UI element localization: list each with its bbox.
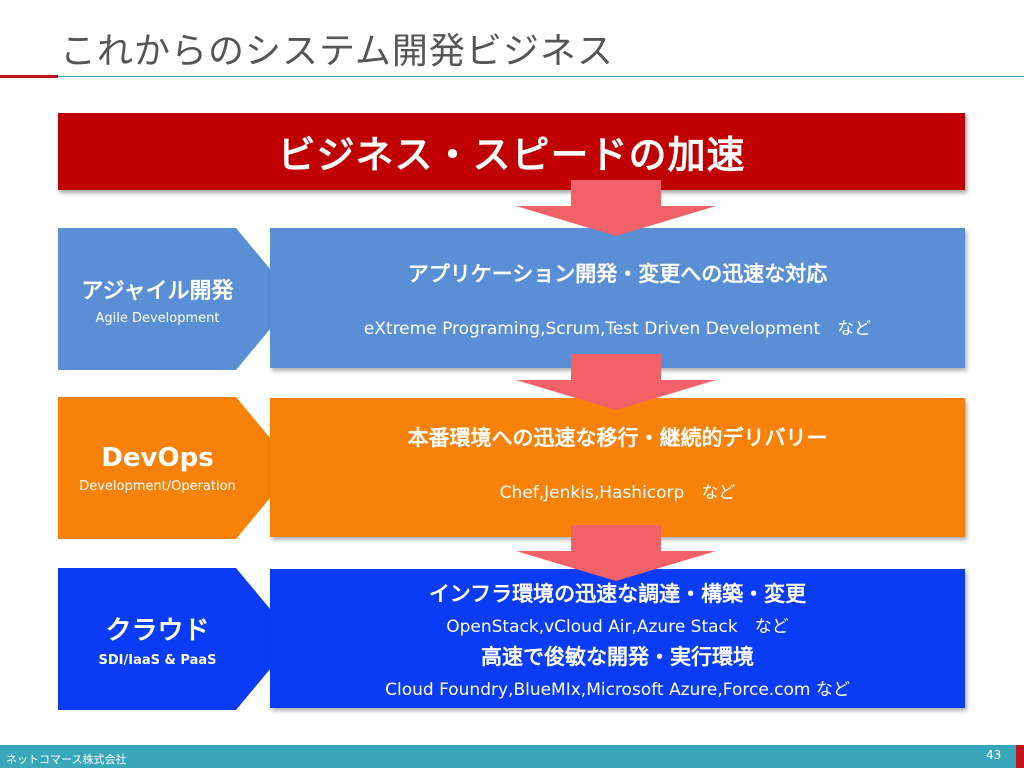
box-cloud-heading-1: インフラ環境の迅速な調達・構築・変更 (428, 581, 807, 606)
box-devops: 本番環境への迅速な移行・継続的デリバリー Chef,Jenkis,Hashico… (270, 398, 965, 537)
title-rule (58, 76, 1024, 77)
chevron-cloud: クラウド SDI/IaaS & PaaS (58, 568, 295, 710)
box-agile-heading: アプリケーション開発・変更への迅速な対応 (407, 261, 828, 286)
box-cloud: インフラ環境の迅速な調達・構築・変更 OpenStack,vCloud Air,… (270, 569, 965, 708)
down-arrow-icon (516, 354, 716, 410)
footer-company: ネットコマース株式会社 (6, 753, 127, 766)
box-devops-tools: Chef,Jenkis,Hashicorp など (499, 483, 736, 503)
box-agile: アプリケーション開発・変更への迅速な対応 eXtreme Programing,… (270, 228, 965, 368)
page-number: 43 (986, 748, 1002, 762)
speed-banner: ビジネス・スピードの加速 (58, 113, 965, 190)
chevron-agile: アジャイル開発 Agile Development (58, 228, 295, 370)
chevron-cloud-title: クラウド (105, 616, 210, 646)
chevron-cloud-subtitle: SDI/IaaS & PaaS (98, 653, 217, 668)
page-title: これからのシステム開発ビジネス (60, 31, 614, 72)
title-rule-accent (0, 75, 58, 78)
box-cloud-heading-2: 高速で俊敏な開発・実行環境 (481, 644, 754, 669)
box-cloud-tools-2: Cloud Foundry,BlueMIx,Microsoft Azure,Fo… (385, 679, 850, 700)
box-devops-heading: 本番環境への迅速な移行・継続的デリバリー (407, 426, 828, 450)
chevron-agile-subtitle: Agile Development (95, 310, 220, 326)
chevron-devops-subtitle: Development/Operation (79, 478, 236, 494)
chevron-devops: DevOps Development/Operation (58, 397, 295, 539)
chevron-agile-title: アジャイル開発 (81, 278, 234, 304)
chevron-devops-title: DevOps (101, 442, 214, 473)
box-agile-tools: eXtreme Programing,Scrum,Test Driven Dev… (363, 318, 872, 339)
down-arrow-icon (516, 525, 716, 581)
banner-text: ビジネス・スピードの加速 (277, 133, 746, 177)
footer-bar (0, 745, 1024, 768)
down-arrow-icon (516, 180, 716, 236)
box-cloud-tools-1: OpenStack,vCloud Air,Azure Stack など (446, 616, 789, 637)
footer-accent (1016, 745, 1024, 768)
